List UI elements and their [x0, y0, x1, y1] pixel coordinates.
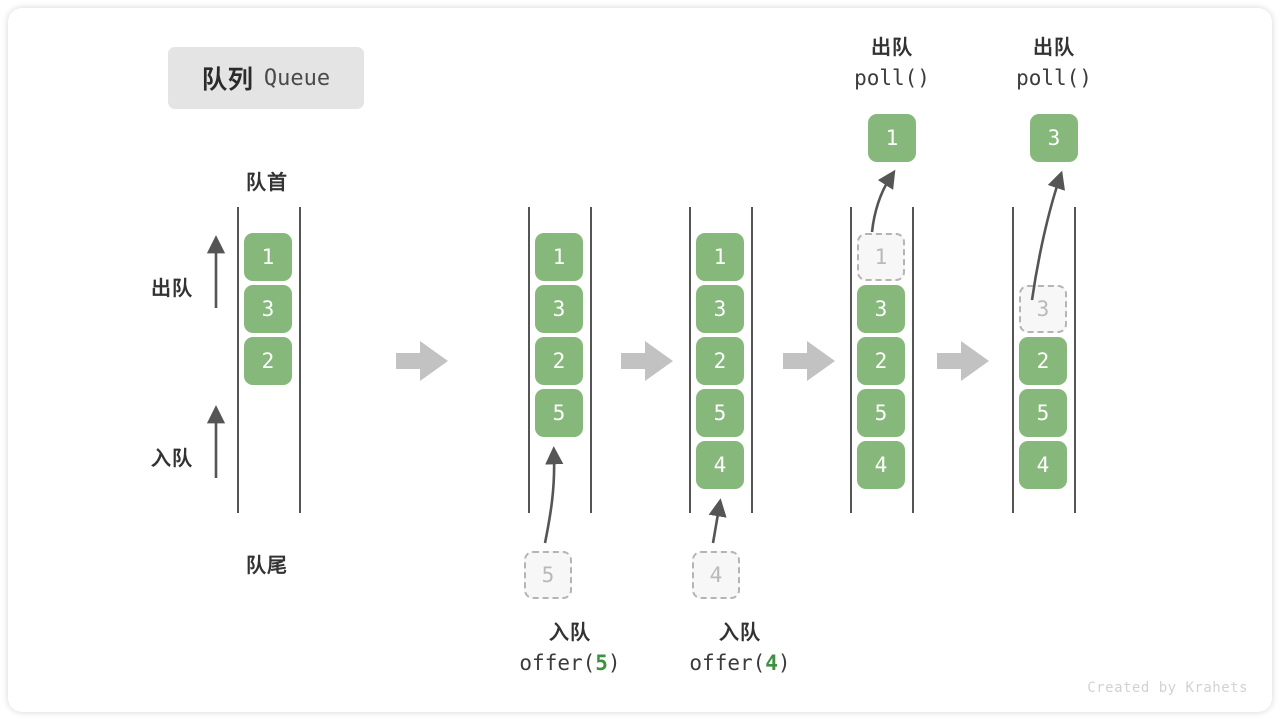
queue-element[interactable]: 1 — [244, 233, 292, 281]
queue-element[interactable]: 5 — [535, 389, 583, 437]
queue-head-label: 队首 — [246, 172, 288, 194]
caption-poll-1-cn: 出队 — [871, 37, 913, 59]
stage3-rail-left — [689, 207, 691, 513]
dequeue-side-label: 出队 — [151, 278, 193, 300]
stage1-slots: 1 3 2 — [244, 233, 292, 385]
queue-element[interactable]: 5 — [857, 389, 905, 437]
caption-poll-2: 出队 poll() — [994, 33, 1114, 93]
queue-element[interactable]: 2 — [1019, 337, 1067, 385]
popped-element[interactable]: 1 — [868, 114, 916, 162]
queue-element[interactable]: 2 — [244, 337, 292, 385]
queue-element[interactable]: 3 — [244, 285, 292, 333]
caption-offer-5-cn: 入队 — [549, 622, 591, 644]
queue-element[interactable]: 1 — [696, 233, 744, 281]
stage4-rail-right — [912, 207, 914, 513]
queue-element[interactable]: 3 — [696, 285, 744, 333]
caption-offer-5-call: offer(5) — [519, 651, 621, 675]
queue-element[interactable]: 2 — [535, 337, 583, 385]
caption-offer-4-cn: 入队 — [719, 622, 761, 644]
queue-element[interactable]: 4 — [696, 441, 744, 489]
stage5-rail-left — [1012, 207, 1014, 513]
stage2-slots: 1 3 2 5 — [535, 233, 583, 437]
incoming-element-ghost: 4 — [692, 551, 740, 599]
stage1-rail-right — [299, 207, 301, 513]
stage3-rail-right — [751, 207, 753, 513]
queue-tail-label: 队尾 — [246, 555, 288, 577]
stage3-slots: 1 3 2 5 4 — [696, 233, 744, 489]
diagram-title-badge: 队列 Queue — [168, 47, 364, 109]
caption-poll-1-call: poll() — [854, 66, 930, 90]
stage4-slots: 1 3 2 5 4 — [857, 233, 905, 489]
step-arrow-icon — [396, 341, 448, 381]
stage1-rail-left — [237, 207, 239, 513]
queue-element[interactable]: 2 — [857, 337, 905, 385]
dequeue-motion-arrow-1 — [870, 169, 896, 233]
caption-offer-4: 入队 offer(4) — [680, 618, 800, 678]
step-arrow-icon — [783, 341, 835, 381]
stage2-rail-left — [528, 207, 530, 513]
queue-element[interactable]: 4 — [1019, 441, 1067, 489]
enqueue-side-label: 入队 — [151, 448, 193, 470]
title-chinese: 队列 — [201, 66, 254, 94]
queue-element[interactable]: 3 — [857, 285, 905, 333]
queue-element[interactable]: 5 — [1019, 389, 1067, 437]
stage5-slots: 3 2 5 4 — [1019, 233, 1067, 489]
queue-element[interactable]: 2 — [696, 337, 744, 385]
caption-poll-2-cn: 出队 — [1033, 37, 1075, 59]
step-arrow-icon — [621, 341, 673, 381]
stage4-rail-left — [850, 207, 852, 513]
enqueue-motion-arrow-4 — [708, 498, 727, 544]
stage5-rail-right — [1074, 207, 1076, 513]
queue-element[interactable]: 1 — [535, 233, 583, 281]
stage2-rail-right — [590, 207, 592, 513]
diagram-canvas: 队列 Queue 队首 队尾 出队 入队 1 3 2 1 3 2 5 5 入队 … — [8, 8, 1272, 712]
credit-text: Created by Krahets — [1087, 680, 1248, 696]
caption-offer-5: 入队 offer(5) — [510, 618, 630, 678]
caption-offer-4-call: offer(4) — [689, 651, 791, 675]
queue-element[interactable]: 4 — [857, 441, 905, 489]
popped-element[interactable]: 3 — [1030, 114, 1078, 162]
enqueue-motion-arrow-5 — [543, 446, 564, 544]
queue-element-ghost: 1 — [857, 233, 905, 281]
caption-poll-2-call: poll() — [1016, 66, 1092, 90]
title-english: Queue — [263, 65, 331, 91]
step-arrow-icon — [937, 341, 989, 381]
arrow-overlay — [206, 169, 1066, 544]
queue-element-ghost: 3 — [1019, 285, 1067, 333]
caption-poll-1: 出队 poll() — [832, 33, 952, 93]
queue-element[interactable]: 3 — [535, 285, 583, 333]
incoming-element-ghost: 5 — [524, 551, 572, 599]
queue-element[interactable]: 5 — [696, 389, 744, 437]
